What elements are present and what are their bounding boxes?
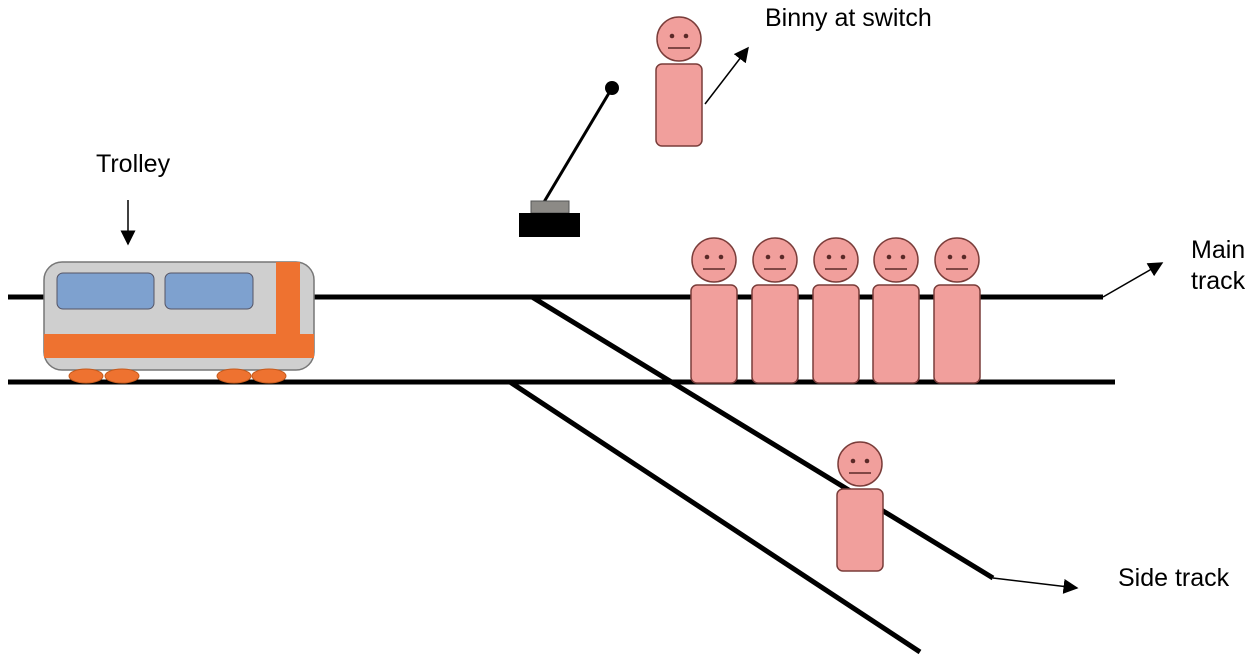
people-main-track [690, 237, 981, 384]
person-main-track [812, 237, 860, 384]
person-main-track [933, 237, 981, 384]
side-track-rail-top [530, 294, 995, 581]
switch-lever [542, 87, 614, 203]
annotation-arrows [120, 46, 1164, 594]
trolley-label: Trolley [96, 150, 171, 178]
person-side-track [836, 441, 884, 572]
trolley [43, 261, 315, 384]
switch-cap [530, 200, 570, 214]
main-track-label-line2: track [1191, 267, 1246, 295]
trolley-window-right [164, 272, 254, 310]
binny-arrow [704, 46, 749, 105]
side-track-rail-bottom [508, 379, 922, 655]
side-track-label: Side track [1118, 564, 1230, 592]
binny-label: Binny at switch [765, 4, 932, 32]
trolley-window-left [56, 272, 155, 310]
person-main-track [751, 237, 799, 384]
main-track-label-line1: Main [1191, 236, 1245, 264]
side-track-arrow [992, 577, 1079, 594]
person-main-track [690, 237, 738, 384]
person-main-track [872, 237, 920, 384]
trolley-front-panel [276, 262, 300, 334]
main-track-label: Main track [1191, 236, 1252, 295]
track-switch [519, 81, 619, 237]
switch-base [519, 213, 580, 237]
trolley-wheel [216, 368, 252, 384]
switch-lever-knob [605, 81, 619, 95]
trolley-wheel [68, 368, 104, 384]
trolley-wheel [251, 368, 287, 384]
trolley-wheel [104, 368, 140, 384]
trolley-stripe [44, 334, 314, 358]
main-track-arrow [1102, 262, 1164, 298]
person-binny [655, 16, 703, 147]
